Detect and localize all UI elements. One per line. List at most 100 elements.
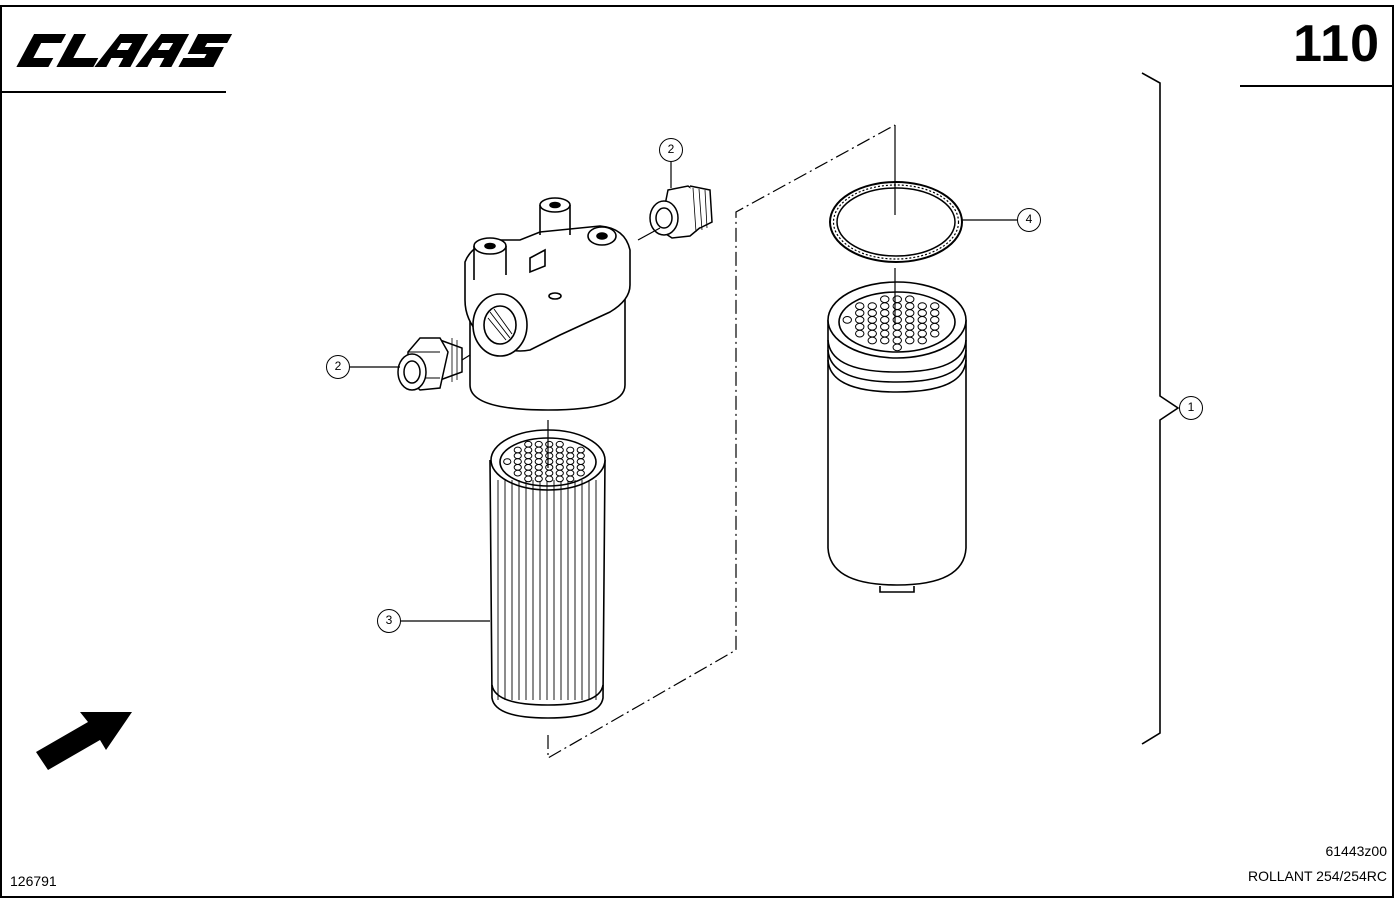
perforation-hole (917, 302, 927, 310)
perforation-hole (545, 469, 554, 477)
perforation-hole (880, 336, 890, 345)
perforation-hole (524, 469, 533, 477)
perforation-hole (545, 475, 554, 483)
page-number: 110 (1293, 15, 1380, 73)
callout-4[interactable]: 4 (1017, 208, 1041, 232)
spin-on-filter (827, 281, 967, 593)
perforation-hole (867, 336, 877, 345)
perforation-hole (867, 329, 877, 338)
perforation-hole (917, 322, 927, 331)
perforation-hole (842, 316, 852, 324)
filter-head (464, 197, 631, 411)
perforation-hole (892, 343, 902, 352)
perforation-hole (867, 302, 877, 310)
drawing-code: 61443z00 (1325, 843, 1387, 859)
perforation-hole (566, 469, 575, 477)
perforation-hole (892, 309, 902, 317)
callout-3[interactable]: 3 (377, 609, 401, 633)
perforation-hole (880, 329, 890, 338)
perforation-hole (513, 458, 522, 465)
perforation-hole (513, 452, 522, 460)
perforation-hole (892, 322, 902, 331)
perforation-hole (855, 309, 865, 317)
perforation-hole (566, 452, 575, 460)
perforation-hole (524, 440, 533, 448)
perforation-hole (513, 469, 522, 477)
perforation-hole (576, 452, 585, 460)
brand-logo (10, 22, 240, 76)
perforation-hole (555, 469, 564, 477)
perforation-hole (545, 446, 554, 454)
perforation-hole (867, 309, 877, 317)
perforation-hole (855, 316, 865, 324)
callout-2-top[interactable]: 2 (659, 138, 683, 162)
model-name: ROLLANT 254/254RC (1247, 868, 1387, 884)
perforation-hole (576, 463, 585, 471)
perforation-hole (545, 458, 554, 465)
callout-label: 4 (1025, 212, 1033, 226)
fitting-top (649, 185, 713, 239)
perforation-hole (566, 446, 575, 454)
perforation-hole (880, 295, 890, 304)
callout-label: 2 (334, 359, 342, 373)
page-border (0, 5, 1394, 898)
perforation-hole (555, 452, 564, 460)
perforation-hole (534, 469, 543, 477)
perforation-hole (566, 475, 575, 483)
perforation-hole (905, 309, 915, 317)
callout-leaders (350, 162, 1017, 622)
perforation-hole (545, 463, 554, 471)
perforation-hole (892, 316, 902, 324)
perforation-hole (576, 458, 585, 465)
perforation-hole (513, 463, 522, 471)
perforation-hole (930, 329, 940, 338)
perforation-hole (930, 302, 940, 310)
callout-label: 1 (1187, 400, 1195, 414)
brand-logo-mark (16, 34, 233, 67)
perforation-hole (534, 452, 543, 460)
perforation-hole (905, 316, 915, 324)
perforation-hole (566, 458, 575, 465)
perforation-hole (545, 452, 554, 460)
perforation-hole (930, 309, 940, 317)
perforation-hole (880, 302, 890, 310)
seal-ring (829, 181, 963, 263)
perforation-hole (855, 329, 865, 338)
perforation-hole (555, 463, 564, 471)
callout-2-left[interactable]: 2 (326, 355, 350, 379)
perforation-hole (524, 463, 533, 471)
perforation-hole (880, 309, 890, 317)
callout-1[interactable]: 1 (1179, 396, 1203, 420)
perforation-hole (524, 452, 533, 460)
perforation-hole (555, 475, 564, 483)
perforation-hole (930, 316, 940, 324)
perforation-hole (905, 295, 915, 304)
perforation-hole (892, 302, 902, 310)
perforation-hole (867, 316, 877, 324)
direction-arrow-icon (36, 712, 132, 770)
perforation-hole (917, 316, 927, 324)
perforation-hole (892, 336, 902, 345)
perforation-hole (555, 440, 564, 448)
perforation-hole (905, 302, 915, 310)
mesh-filter-element (489, 429, 606, 719)
perforation-hole (513, 446, 522, 454)
perforation-hole (917, 309, 927, 317)
document-number: 126791 (10, 873, 57, 889)
perforation-hole (867, 322, 877, 331)
callout-label: 2 (667, 142, 675, 156)
perforation-hole (545, 440, 554, 448)
perforation-hole (930, 322, 940, 331)
perforation-hole (534, 475, 543, 483)
perforation-hole (524, 446, 533, 454)
perforation-hole (880, 316, 890, 324)
assembly-lines (461, 124, 896, 760)
perforation-hole (880, 322, 890, 331)
perforation-hole (917, 329, 927, 338)
perforation-hole (892, 295, 902, 304)
perforation-hole (576, 446, 585, 454)
perforation-hole (555, 446, 564, 454)
perforation-hole (905, 329, 915, 338)
perforation-hole (534, 440, 543, 448)
perforation-hole (524, 458, 533, 465)
